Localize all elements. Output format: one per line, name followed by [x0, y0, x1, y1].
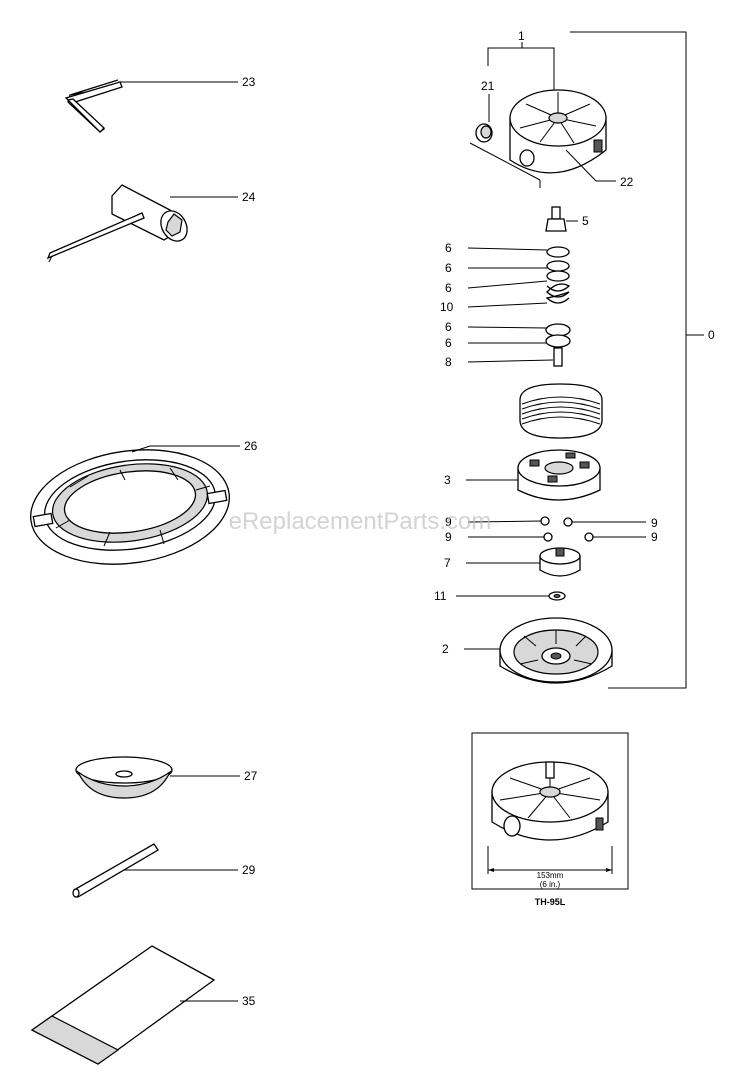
hub-icon [539, 547, 581, 577]
callout-0: 0 [708, 328, 715, 342]
line-coil-icon [519, 383, 603, 439]
callout-24: 24 [242, 190, 256, 204]
callout-9c: 9 [651, 516, 658, 530]
callout-9b: 9 [445, 530, 452, 544]
callout-29: 29 [242, 863, 256, 877]
callout-leader-26 [131, 445, 151, 453]
envelope-icon [30, 945, 216, 1065]
callout-6b: 6 [445, 261, 452, 275]
callout-9d: 9 [651, 530, 658, 544]
nut-icon [469, 123, 541, 188]
callout-7: 7 [444, 556, 451, 570]
callout-8: 8 [445, 355, 452, 369]
t-wrench-icon [46, 184, 188, 263]
ring-icon [30, 449, 230, 565]
watermark: eReplacementParts.com [229, 508, 492, 535]
callout-26: 26 [244, 439, 258, 453]
dish-icon [75, 756, 173, 799]
bracket-1 [487, 47, 555, 100]
ball-icon [540, 516, 594, 542]
callout-2: 2 [442, 642, 449, 656]
spool-base-icon [499, 617, 613, 684]
spool-housing-icon [509, 89, 607, 174]
model-label: TH-95L [535, 897, 566, 907]
spool-icon [517, 449, 601, 501]
bolt-icon [545, 206, 567, 232]
inset-frame [471, 732, 629, 890]
callout-6e: 6 [445, 336, 452, 350]
allen-wrench-icon [64, 79, 123, 133]
callout-35: 35 [242, 994, 256, 1008]
callout-10: 10 [440, 300, 454, 314]
pin-icon [553, 347, 563, 367]
dimension-mm: 153mm [537, 871, 564, 880]
callout-1: 1 [518, 29, 525, 43]
washer-stack-icon [545, 246, 571, 348]
washer-icon [548, 591, 566, 601]
callout-6a: 6 [445, 241, 452, 255]
callout-23: 23 [242, 75, 256, 89]
callout-5: 5 [582, 214, 589, 228]
callout-27: 27 [244, 769, 258, 783]
rod-icon [72, 843, 159, 898]
callout-3: 3 [444, 473, 451, 487]
callout-6d: 6 [445, 320, 452, 334]
callout-9a: 9 [445, 515, 452, 529]
assembly-bracket [570, 31, 687, 689]
dimension-in: (6 in.) [540, 880, 561, 889]
callout-22: 22 [620, 175, 634, 189]
assembled-head-icon [491, 761, 609, 841]
callout-11: 11 [434, 589, 447, 603]
callout-21: 21 [481, 79, 495, 93]
callout-6c: 6 [445, 281, 452, 295]
